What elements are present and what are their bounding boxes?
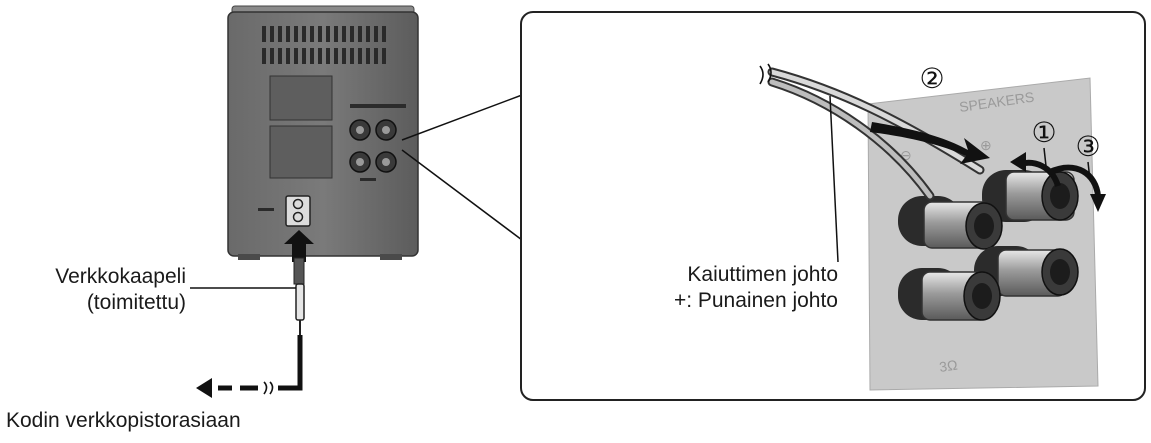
callout-lines bbox=[401, 94, 523, 241]
power-cable-label-line2: (toimitettu) bbox=[86, 291, 186, 314]
rear-panel-lower bbox=[269, 125, 333, 179]
unit-speaker-terminals bbox=[349, 104, 406, 181]
household-outlet-label: Kodin verkkopistorasiaan bbox=[6, 409, 241, 432]
speaker-cable bbox=[759, 63, 985, 201]
step-2-arrow bbox=[870, 122, 990, 164]
unit-rear-view bbox=[227, 5, 419, 260]
binding-post-upper-left bbox=[898, 196, 1003, 250]
vent-grille bbox=[262, 26, 386, 64]
speaker-cable-label: Kaiuttimen johto +: Punainen johto bbox=[560, 262, 838, 314]
power-cable-label: Verkkokaapeli (toimitettu) bbox=[0, 264, 186, 316]
speaker-cable-label-line2: +: Punainen johto bbox=[673, 289, 838, 312]
speaker-cable-label-line1: Kaiuttimen johto bbox=[687, 263, 838, 286]
speaker-cable-leader bbox=[829, 95, 839, 263]
step-1-leader bbox=[1043, 147, 1047, 167]
binding-post-lower-right bbox=[974, 246, 1079, 297]
step-1-number: ① bbox=[1031, 116, 1056, 149]
step-3-leader bbox=[1087, 161, 1091, 181]
step-2-number: ② bbox=[919, 62, 944, 95]
svg-text:⊖: ⊖ bbox=[900, 147, 912, 163]
step-3-arrow bbox=[1048, 164, 1101, 197]
power-cable-label-line1: Verkkokaapeli bbox=[55, 265, 186, 288]
unit-foot-left bbox=[238, 254, 260, 260]
rear-panel-upper bbox=[269, 75, 333, 121]
svg-text:3Ω: 3Ω bbox=[938, 357, 958, 375]
arrow-to-outlet bbox=[196, 378, 212, 398]
binding-post-lower-left bbox=[898, 268, 1001, 321]
ac-inlet bbox=[285, 195, 311, 227]
arrow-into-inlet bbox=[284, 230, 314, 262]
unit-foot-right bbox=[380, 254, 402, 260]
power-cable bbox=[196, 257, 305, 398]
svg-text:⊕: ⊕ bbox=[980, 137, 992, 153]
step-3-number: ③ bbox=[1075, 130, 1100, 163]
